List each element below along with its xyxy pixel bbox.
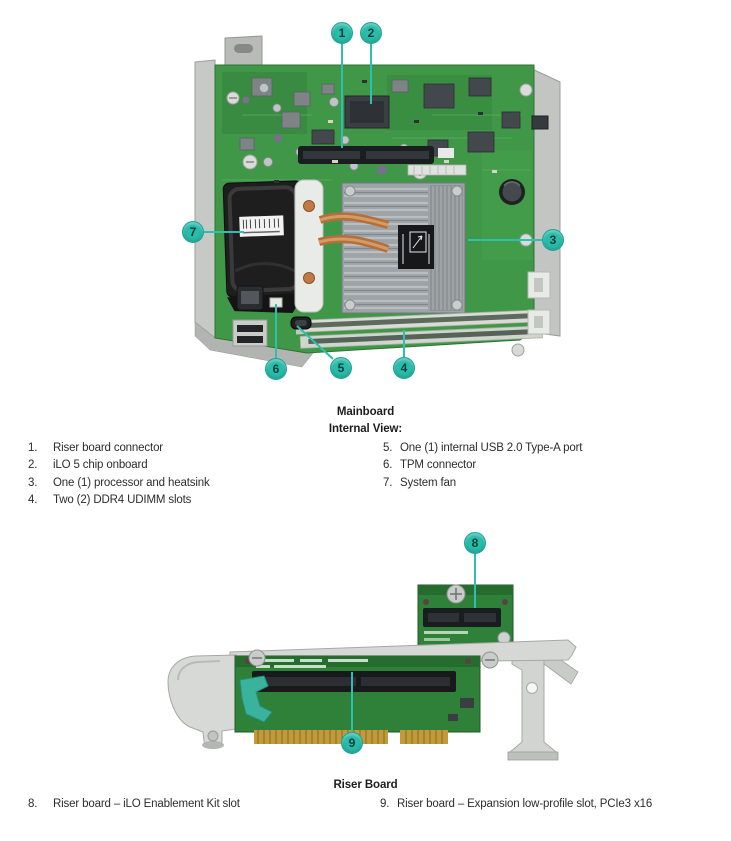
internal-usb-port	[290, 316, 312, 330]
chassis-left-rail	[194, 59, 216, 340]
item-number: 7.	[383, 476, 393, 489]
ilo-enablement-board	[417, 584, 514, 650]
callout-9-number: 9	[348, 736, 356, 750]
heatsink-fin-comb	[430, 185, 463, 311]
fan-label	[239, 215, 284, 237]
bracket-hole	[526, 682, 538, 694]
mainboard-title: Mainboard	[336, 406, 395, 418]
mainboard-list-left: 1. Riser board connector 2. iLO 5 chip o…	[28, 441, 368, 511]
ilo-board-screw	[446, 584, 466, 604]
list-item: 3. One (1) processor and heatsink	[28, 476, 368, 493]
usb-port-stack	[232, 319, 268, 347]
bracket-left-hook	[167, 654, 237, 749]
item-label: One (1) internal USB 2.0 Type-A port	[400, 442, 583, 454]
list-item: 7. System fan	[383, 476, 713, 493]
item-label: Two (2) DDR4 UDIMM slots	[53, 494, 192, 507]
riser-connector-key	[360, 151, 366, 159]
mainboard-illustration	[194, 35, 561, 368]
callout-7-number: 7	[189, 225, 197, 239]
item-label: Riser board – iLO Enablement Kit slot	[53, 798, 240, 810]
callout-leader-lines	[204, 44, 542, 360]
coin-battery	[499, 179, 525, 205]
ilo5-chip-die	[350, 101, 384, 123]
callout-8: 8	[464, 532, 486, 554]
riser-illustration	[167, 554, 579, 761]
bracket-right	[507, 647, 579, 761]
chassis-tab-hole	[234, 44, 253, 53]
display-port	[236, 285, 264, 311]
heat-pipes	[317, 212, 390, 253]
callout-5: 5	[330, 357, 352, 379]
connector-label	[438, 148, 454, 158]
item-label: TPM connector	[400, 459, 477, 472]
smd-components	[274, 80, 497, 183]
riser-screws	[248, 649, 499, 669]
callout-2-number: 2	[367, 26, 375, 40]
system-fan	[222, 180, 306, 314]
callout-6: 6	[265, 358, 287, 380]
list-item: 2. iLO 5 chip onboard	[28, 458, 368, 475]
callout-leader-lines	[351, 554, 476, 732]
heatsink-label-art	[402, 231, 430, 264]
item-label: One (1) processor and heatsink	[53, 476, 210, 489]
riser-title: Riser Board	[333, 779, 398, 791]
riser-chip	[448, 714, 458, 721]
mainboard-list-right: 5. One (1) internal USB 2.0 Type-A port …	[383, 441, 713, 493]
item-number: 9.	[380, 798, 390, 810]
list-item: 5. One (1) internal USB 2.0 Type-A port	[383, 441, 713, 458]
item-number: 8.	[28, 798, 38, 810]
callout-9: 9	[341, 732, 363, 754]
riser-list-right: 9. Riser board – Expansion low-profile s…	[380, 797, 720, 814]
callout-1: 1	[331, 22, 353, 44]
mainboard-subtitle: Internal View:	[328, 423, 403, 435]
callout-1-number: 1	[338, 26, 346, 40]
release-latch	[239, 675, 273, 723]
silkscreen-text-marks	[256, 659, 368, 668]
list-item: 4. Two (2) DDR4 UDIMM slots	[28, 493, 368, 510]
heatsink-backplate	[294, 179, 324, 313]
item-number: 1.	[28, 442, 38, 454]
callout-4: 4	[393, 357, 415, 379]
item-label: iLO 5 chip onboard	[53, 459, 148, 472]
item-number: 5.	[383, 442, 393, 454]
list-item: 1. Riser board connector	[28, 441, 368, 458]
backplate-screw	[303, 272, 315, 284]
heatsink-screws	[344, 185, 463, 311]
item-label: Riser board – Expansion low-profile slot…	[397, 798, 653, 810]
callout-5-number: 5	[337, 361, 345, 375]
callout-7: 7	[182, 221, 204, 243]
backplate-screw	[303, 200, 315, 212]
mainboard-photo: 1 2 3 4 5 6 7	[182, 20, 567, 385]
power-header	[531, 115, 549, 130]
item-number: 4.	[28, 494, 38, 507]
riser-pcb	[234, 649, 499, 744]
riser-board-photo: 8 9	[160, 530, 580, 765]
callout-8-number: 8	[471, 536, 479, 550]
header-pins	[413, 166, 455, 174]
item-label: System fan	[400, 476, 457, 489]
onboard-chips	[311, 77, 521, 157]
riser-list-left: 8. Riser board – iLO Enablement Kit slot	[28, 797, 368, 814]
front-panel-header	[407, 164, 467, 176]
list-item: 6. TPM connector	[383, 458, 713, 475]
callout-3-number: 3	[549, 233, 557, 247]
item-number: 6.	[383, 459, 393, 472]
callout-4-number: 4	[400, 361, 408, 375]
list-item: 8. Riser board – iLO Enablement Kit slot	[28, 797, 368, 814]
riser-chip	[460, 698, 474, 708]
polymer-caps	[242, 96, 387, 175]
item-number: 2.	[28, 459, 38, 472]
item-number: 3.	[28, 476, 38, 489]
list-item: 9. Riser board – Expansion low-profile s…	[380, 797, 720, 814]
item-label: Riser board connector	[53, 442, 163, 454]
vrm-chips	[239, 77, 409, 151]
callout-3: 3	[542, 229, 564, 251]
callout-6-number: 6	[272, 362, 280, 376]
callout-2: 2	[360, 22, 382, 44]
edge-connectors	[511, 271, 551, 357]
